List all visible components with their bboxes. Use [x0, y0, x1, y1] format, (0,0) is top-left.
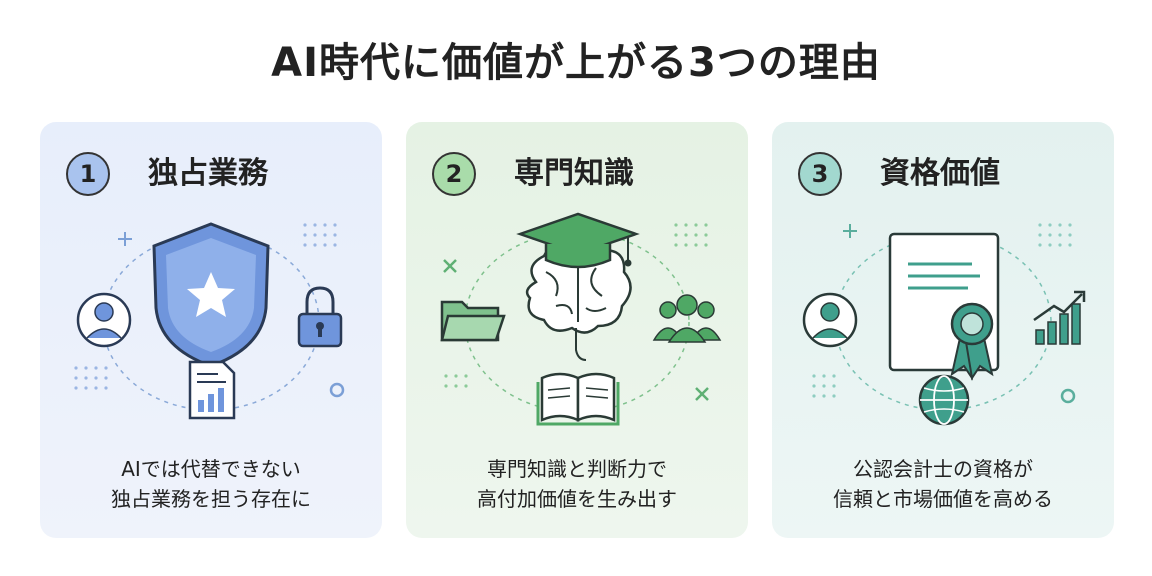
card-number: 2: [432, 152, 476, 196]
dot-grid-icon: [812, 223, 1072, 398]
description-line: 公認会計士の資格が: [853, 457, 1033, 481]
description-line: 高付加価値を生み出す: [477, 487, 677, 511]
ring-icon: [329, 382, 345, 398]
card-qualification-value: 3 資格価値: [772, 122, 1114, 538]
card-illustration: [802, 223, 1086, 426]
lock-icon: [297, 286, 343, 348]
person-icon: [802, 292, 858, 348]
ring-icon: [1060, 388, 1076, 404]
globe-icon: [918, 374, 970, 426]
page-title: AI時代に価値が上がる3つの理由: [271, 40, 881, 86]
growth-chart-icon: [1033, 290, 1086, 345]
description-line: AIでは代替できない: [121, 457, 301, 481]
certificate-icon: [888, 232, 1000, 381]
card-illustration: [440, 212, 722, 426]
card-description: 専門知識と判断力で 高付加価値を生み出す: [406, 454, 748, 514]
graduation-brain-icon: [516, 212, 640, 361]
report-chart-icon: [188, 360, 236, 420]
group-icon: [652, 294, 722, 343]
card-exclusive-business: 1 独占業務: [40, 122, 382, 538]
card-illustration: [74, 222, 345, 420]
card-number: 3: [798, 152, 842, 196]
card-number: 1: [66, 152, 110, 196]
cross-icon: [443, 259, 709, 401]
book-icon: [536, 372, 620, 426]
card-heading: 資格価値: [880, 156, 1000, 191]
card-expertise: 2 専門知識: [406, 122, 748, 538]
description-line: 専門知識と判断力で: [487, 457, 667, 481]
dot-grid-icon: [74, 223, 337, 390]
folder-icon: [440, 300, 506, 342]
plus-icon: [843, 224, 857, 238]
card-description: AIでは代替できない 独占業務を担う存在に: [40, 454, 382, 514]
shield-star-icon: [152, 222, 270, 368]
plus-icon: [118, 232, 132, 246]
person-icon: [76, 292, 132, 348]
description-line: 独占業務を担う存在に: [111, 487, 311, 511]
card-heading: 専門知識: [514, 156, 634, 191]
dot-grid-icon: [444, 223, 708, 388]
card-heading: 独占業務: [148, 156, 268, 191]
description-line: 信頼と市場価値を高める: [833, 487, 1053, 511]
card-description: 公認会計士の資格が 信頼と市場価値を高める: [772, 454, 1114, 514]
